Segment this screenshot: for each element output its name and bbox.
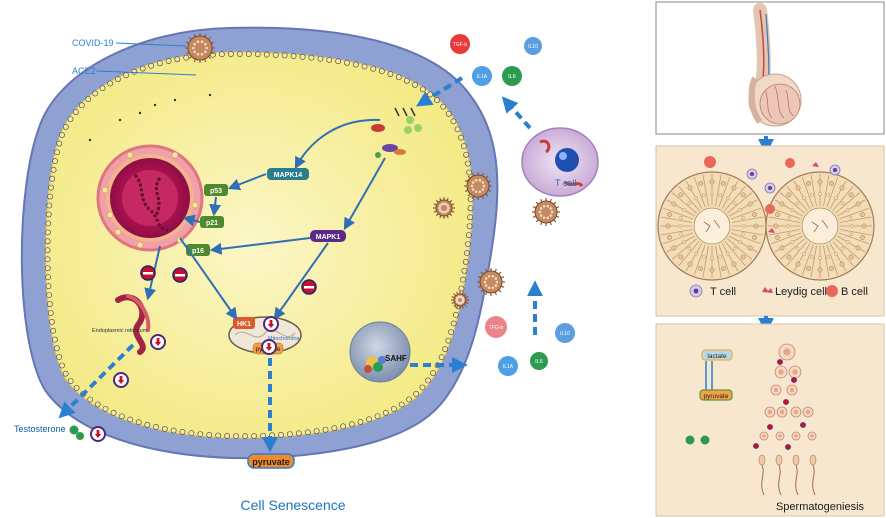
germ-cell [807, 431, 817, 441]
minus-circle-icon [140, 265, 317, 295]
hk1-box [233, 317, 255, 329]
il6-bottom-label: IL6 [535, 359, 543, 365]
seminiferous-tubule [657, 171, 767, 281]
down-arrow-circle-icon [90, 426, 106, 442]
coronavirus-icon [464, 172, 492, 200]
sahf-label: SAHF [385, 354, 407, 363]
tubule-panel: T cell Leydig cell B cell [655, 145, 885, 317]
er-label: Endoplasmic reticulum [92, 328, 148, 334]
dashed-arrows [58, 76, 543, 453]
covid19-leader [115, 42, 187, 47]
tgfb-top-label: TGF-b [453, 42, 468, 48]
legend-tcell-label: T cell [710, 286, 736, 298]
testosterone-label: Testosterone [14, 424, 66, 434]
sahf-nucleus [349, 321, 411, 383]
coronavirus-icon [451, 291, 469, 309]
seminiferous-tubule [765, 171, 875, 281]
germ-cell [778, 343, 796, 361]
legend-leydig-label: Leydig cell [775, 286, 827, 298]
down-arrow-circle-icon [261, 339, 277, 355]
germ-cell [759, 431, 769, 441]
testosterone-molecules [69, 425, 84, 440]
germ-cell [774, 365, 788, 379]
signal-arrows [144, 118, 386, 320]
t-cell [521, 127, 599, 197]
inhibit-dot [783, 399, 789, 405]
il1a-bottom-label: IL1A [503, 364, 514, 370]
inhibit-dot [753, 443, 759, 449]
germ-cell [770, 384, 782, 396]
coronavirus-icon [433, 197, 455, 219]
pyruvate-right-box [699, 389, 733, 401]
p16-label: p16 [192, 248, 204, 255]
sperm-cell [792, 454, 800, 496]
sperm-cell [809, 454, 817, 496]
inhibit-dot [785, 444, 791, 450]
inhibit-dot [800, 422, 806, 428]
il10-top-label: IL10 [528, 44, 538, 50]
down-arrow-circle-icon [150, 334, 166, 350]
il10-bottom-label: IL10 [560, 331, 570, 337]
coronavirus-icon [477, 268, 505, 296]
spermatogenesis-label: Spermatogeniesis [776, 501, 865, 513]
germ-cell [775, 431, 785, 441]
pyruvate-out-box [247, 453, 295, 469]
legend-leydig-icon [762, 287, 773, 293]
hk1-label: HK1 [237, 321, 251, 328]
lactate-box [701, 349, 733, 361]
cytokines-top: TGF-b IL10 IL1A IL6 [450, 34, 542, 86]
ace2-leader [95, 70, 197, 76]
cytokines-bottom: TFG-b IL10 IL1A IL6 [485, 316, 575, 376]
germ-cell [788, 365, 802, 379]
ace2-label: ACE2 [72, 66, 96, 76]
p16-box [186, 244, 210, 256]
tcell-label: T cell [555, 178, 576, 188]
germ-cell [790, 406, 802, 418]
il1a-top-label: IL1A [477, 74, 488, 80]
cell-senescence-title: Cell Senescence [240, 497, 345, 513]
germ-cell [786, 384, 798, 396]
down-arrow-circle-icon [263, 316, 279, 332]
germ-cell [764, 406, 776, 418]
mapk14-box [267, 168, 309, 180]
testis-panel [655, 1, 885, 135]
germ-cell [776, 406, 788, 418]
p53-label: p53 [210, 188, 222, 195]
coronavirus-icon [185, 33, 215, 63]
inhibit-dot [791, 377, 797, 383]
pyruvate-right-label: pyruvate [704, 393, 729, 400]
p21-label: p21 [206, 220, 218, 227]
cell-diagram: Endoplasmic reticulum HK1 Mitochondria p… [14, 26, 728, 513]
germ-cell [791, 431, 801, 441]
mitochondria-label: Mitochondria [268, 336, 300, 342]
inhibit-dot [767, 424, 773, 430]
mapk1-label: MAPK1 [316, 234, 341, 241]
down-arrow-circle-icon [113, 372, 129, 388]
receptor-complex [371, 107, 422, 158]
sperm-cell [775, 454, 783, 496]
inhibit-dot [777, 359, 783, 365]
p53-box [204, 184, 228, 196]
spermatogenesis-panel: lactate pyruvate Spermatogeniesis [655, 323, 885, 517]
il6-top-label: IL6 [508, 74, 516, 80]
covid19-label: COVID-19 [72, 38, 114, 48]
lactate-label: lactate [707, 353, 727, 360]
tgfb-bottom-label: TFG-b [489, 325, 504, 331]
mapk1-box [310, 230, 346, 242]
nucleus [96, 144, 204, 252]
pyruvate-out-label: pyruvate [252, 457, 290, 467]
endoplasmic-reticulum [115, 294, 151, 355]
germ-cell [802, 406, 814, 418]
p21-box [200, 216, 224, 228]
coronavirus-icon [532, 198, 560, 226]
virus-group [185, 33, 560, 309]
legend-bcell-icon [826, 285, 838, 297]
sperm-cell [758, 454, 766, 496]
legend-bcell-label: B cell [841, 286, 868, 298]
mapk14-label: MAPK14 [274, 172, 303, 179]
